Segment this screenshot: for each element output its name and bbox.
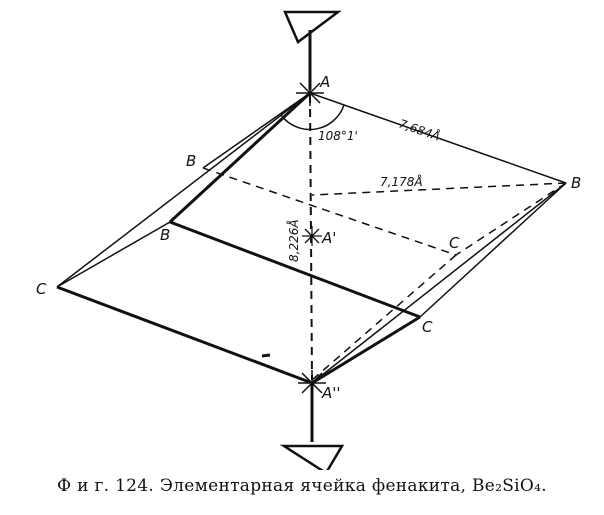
edge-A-Cleft — [56, 92, 311, 288]
small-mark — [261, 353, 271, 358]
bottom-triangle — [279, 444, 345, 470]
label-B-left-lower: B — [160, 226, 170, 244]
star-A — [296, 80, 324, 106]
dashed-Bright-Crightupper — [455, 182, 567, 256]
label-A-double-prime: A'' — [321, 384, 341, 402]
phenakite-unit-cell-figure: A A' A'' B B B C C C 108°1' 7,684Å 7,178… — [36, 10, 581, 470]
edge-A-Bleftlower — [168, 91, 312, 224]
angle-arc — [280, 104, 345, 131]
edge-Cleft-Bleftlower — [56, 221, 171, 288]
label-A: A — [319, 73, 330, 91]
label-B-right: B — [571, 174, 581, 192]
label-B-left-upper: B — [186, 152, 196, 170]
label-C-right-upper: C — [449, 234, 460, 252]
figure-caption: Ф и г. 124. Элементарная ячейка фенакита… — [57, 476, 547, 496]
dashed-Bleftupper-Crightupper — [202, 167, 457, 256]
label-height: 8,226Å — [286, 219, 301, 262]
edge-A2-Crightlower — [311, 315, 421, 385]
label-C-left: C — [36, 280, 47, 298]
edge-A-Bleftupper — [202, 92, 311, 169]
dashed-Bright-center — [311, 182, 567, 196]
label-angle: 108°1' — [318, 129, 358, 143]
label-A-prime: A' — [321, 229, 336, 247]
edge-Bleftlower-Crightlower — [169, 220, 421, 319]
label-edge-AB: 7,684Å — [397, 116, 442, 144]
dashed-Crightupper-A2 — [311, 254, 457, 381]
top-triangle — [283, 10, 342, 44]
star-A-prime — [302, 226, 322, 246]
edge-A-Bright — [309, 92, 567, 184]
label-edge-BB: 7,178Å — [380, 174, 423, 189]
edge-Bright-A2 — [311, 182, 567, 384]
edge-Bright-Crightlower — [419, 182, 567, 318]
star-A-double-prime — [298, 370, 326, 396]
label-C-right-lower: C — [422, 318, 433, 336]
edge-Cleft-A2 — [56, 285, 313, 385]
